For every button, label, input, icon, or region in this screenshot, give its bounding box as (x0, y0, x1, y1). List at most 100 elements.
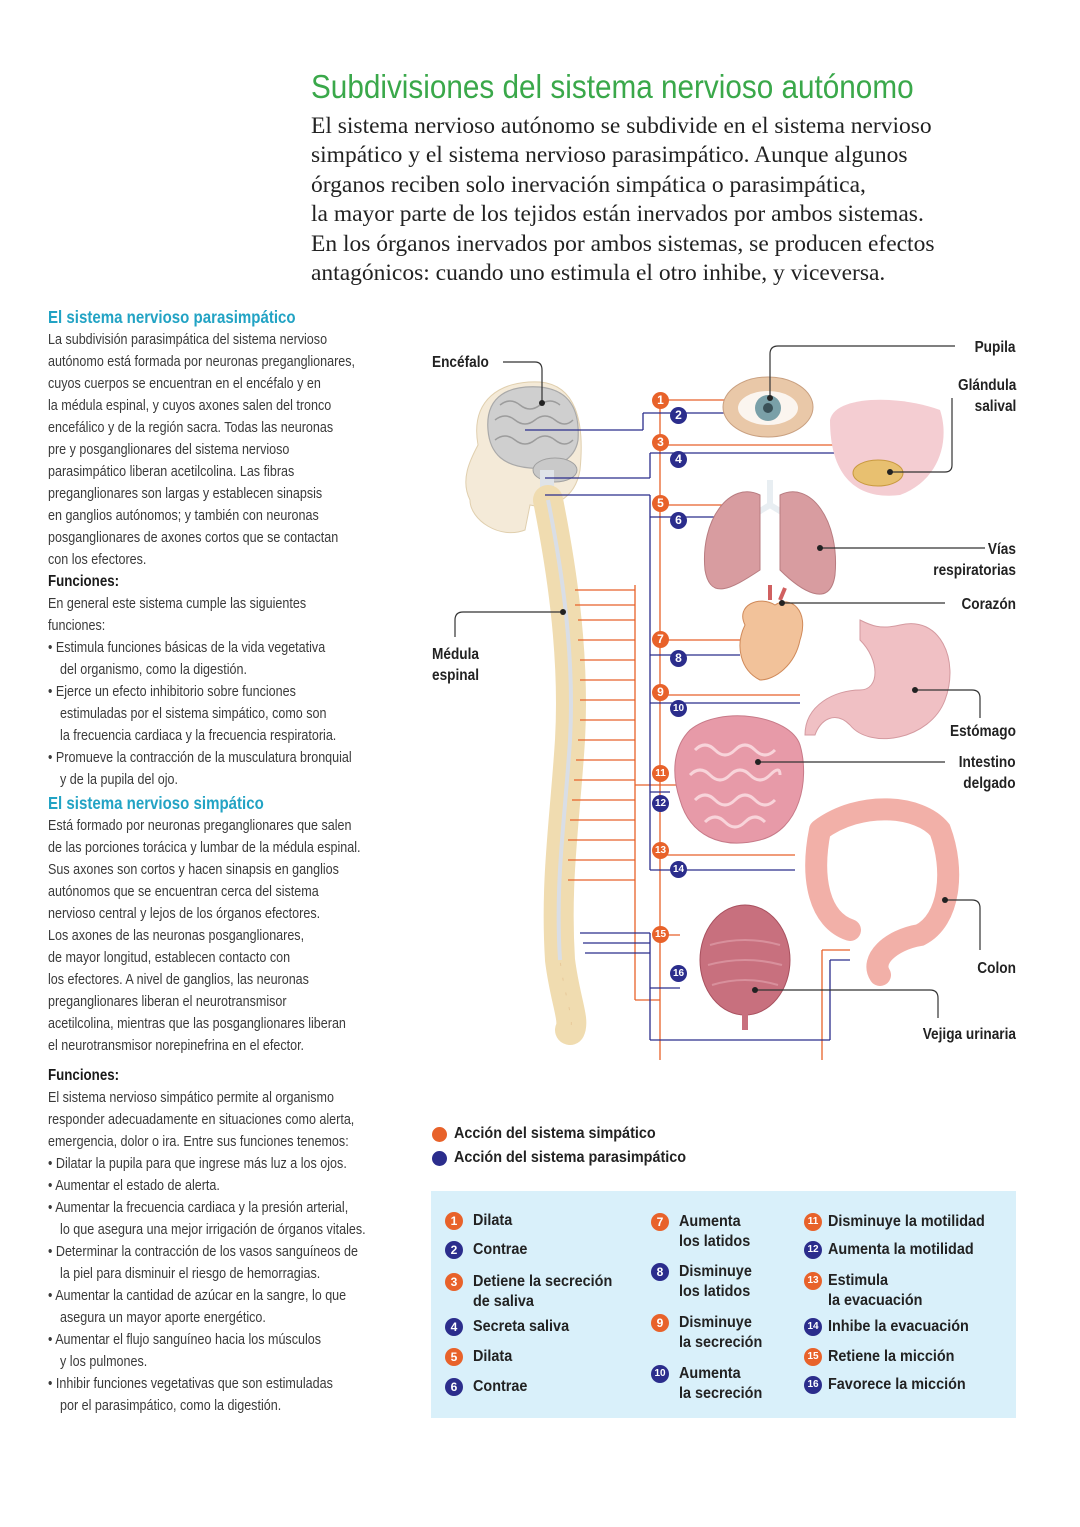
badge-13: 13 (652, 842, 669, 859)
body-line: de mayor longitud, establecen contacto c… (48, 950, 291, 966)
label-vejiga-urinaria: Vejiga urinaria (922, 1026, 1016, 1043)
body-line: Está formado por neuronas preganglionare… (48, 818, 352, 834)
bullet-icon: • (48, 1178, 56, 1194)
diagram-legend: Acción del sistema simpático Acción del … (432, 1122, 712, 1170)
body-line: preganglionares son largas y establecen … (48, 486, 323, 502)
body-line: Sus axones son cortos y hacen sinapsis e… (48, 862, 339, 878)
colon-icon (805, 798, 960, 986)
number-badge-icon: 16 (804, 1376, 822, 1394)
parasympathetic-heading: El sistema nervioso parasimpático (48, 307, 296, 327)
number-badge-icon: 12 (804, 1241, 822, 1259)
parasympathetic-body: La subdivisión parasimpática del sistema… (48, 329, 428, 571)
badge-5: 5 (652, 495, 669, 512)
body-line: Los axones de las neuronas posganglionar… (48, 928, 305, 944)
bullet-continuation: la piel para disminuir el riesgo de hemo… (60, 1266, 321, 1282)
badge-12: 12 (652, 795, 669, 812)
label-estomago: Estómago (950, 723, 1016, 740)
number-badge-icon: 8 (651, 1263, 669, 1281)
bullet-icon: • (48, 1244, 56, 1260)
label-medula-espinal: Médula espinal (432, 646, 480, 684)
body-line: autónomo está formada por neuronas prega… (48, 354, 356, 370)
legend-parasympathetic: Acción del sistema parasimpático (432, 1146, 712, 1170)
bullet-continuation: y los pulmones. (60, 1354, 148, 1370)
intro-paragraph: El sistema nervioso autónomo se subdivid… (311, 112, 1011, 288)
body-line: funciones: (48, 618, 106, 634)
body-line: los efectores. A nivel de ganglios, las … (48, 972, 309, 988)
label-pupila: Pupila (975, 339, 1016, 356)
badge-9: 9 (652, 684, 669, 701)
sympathetic-body: Está formado por neuronas preganglionare… (48, 815, 428, 1057)
badge-6: 6 (670, 512, 687, 529)
bullet-item: • Determinar la contracción de los vasos… (48, 1244, 358, 1260)
lungs-icon (703, 491, 761, 590)
number-badge-icon: 15 (804, 1348, 822, 1366)
number-badge-icon: 6 (445, 1378, 463, 1396)
intro-line: En los órganos inervados por ambos siste… (311, 230, 935, 257)
badge-16: 16 (670, 965, 687, 982)
intro-line: órganos reciben solo inervación simpátic… (311, 171, 866, 198)
body-line: posganglionares de axones cortos que se … (48, 530, 339, 546)
body-line: parasimpático liberan acetilcolina. Las … (48, 464, 295, 480)
intro-line: la mayor parte de los tejidos están iner… (311, 201, 924, 228)
intro-line: simpático y el sistema nervioso parasimp… (311, 142, 908, 169)
body-line: con los efectores. (48, 552, 147, 568)
badge-11: 11 (652, 765, 669, 782)
small-intestine-icon (674, 715, 805, 844)
bullet-icon: • (48, 640, 56, 656)
intro-line: antagónicos: cuando uno estimula el otro… (311, 260, 886, 287)
bullet-icon: • (48, 1156, 56, 1172)
bullet-item: • Aumentar la cantidad de azúcar en la s… (48, 1288, 347, 1304)
body-line: cuyos cuerpos se encuentran en el encéfa… (48, 376, 321, 392)
number-badge-icon: 10 (651, 1365, 669, 1383)
bullet-item: • Promueve la contracción de la musculat… (48, 750, 352, 766)
badge-14: 14 (670, 861, 687, 878)
sympathetic-function-list: • Dilatar la pupila para que ingrese más… (48, 1153, 428, 1417)
bullet-item: • Aumentar la frecuencia cardiaca y la p… (48, 1200, 349, 1216)
badge-3: 3 (652, 434, 669, 451)
body-line: acetilcolina, mientras que las posgangli… (48, 1016, 346, 1032)
orange-dot-icon (432, 1126, 447, 1142)
stomach-icon (804, 619, 951, 740)
badge-10: 10 (670, 700, 687, 717)
legend-sympathetic: Acción del sistema simpático (432, 1122, 712, 1146)
blue-dot-icon (432, 1150, 447, 1166)
number-badge-icon: 2 (445, 1241, 463, 1259)
number-badge-icon: 1 (445, 1212, 463, 1230)
number-badge-icon: 5 (445, 1348, 463, 1366)
bullet-item: • Ejerce un efecto inhibitorio sobre fun… (48, 684, 296, 700)
number-badge-icon: 4 (445, 1318, 463, 1336)
brain-icon (487, 386, 579, 469)
intro-line: El sistema nervioso autónomo se subdivid… (311, 113, 932, 139)
body-line: La subdivisión parasimpática del sistema… (48, 332, 328, 348)
body-line: En general este sistema cumple las sigui… (48, 596, 307, 612)
parasympathetic-function-list: • Estimula funciones básicas de la vida … (48, 637, 428, 791)
bullet-icon: • (48, 750, 56, 766)
badge-15: 15 (652, 926, 669, 943)
spinal-cord (546, 499, 573, 961)
bullet-icon: • (48, 1376, 56, 1392)
left-column: El sistema nervioso parasimpático La sub… (48, 305, 428, 1417)
label-intestino-delgado: Intestino delgado (959, 754, 1016, 792)
bullet-continuation: por el parasimpático, como la digestión. (60, 1398, 282, 1414)
bullet-continuation: lo que asegura una mejor irrigación de ó… (60, 1222, 366, 1238)
bullet-continuation: estimuladas por el sistema simpático, co… (60, 706, 327, 722)
bullet-icon: • (48, 1200, 56, 1216)
bullet-continuation: y de la pupila del ojo. (60, 772, 178, 788)
body-line: encefálico y de la región sacra. Todas l… (48, 420, 334, 436)
number-badge-icon: 11 (804, 1213, 822, 1231)
sympathetic-heading: El sistema nervioso simpático (48, 793, 264, 813)
bullet-continuation: del organismo, como la digestión. (60, 662, 248, 678)
